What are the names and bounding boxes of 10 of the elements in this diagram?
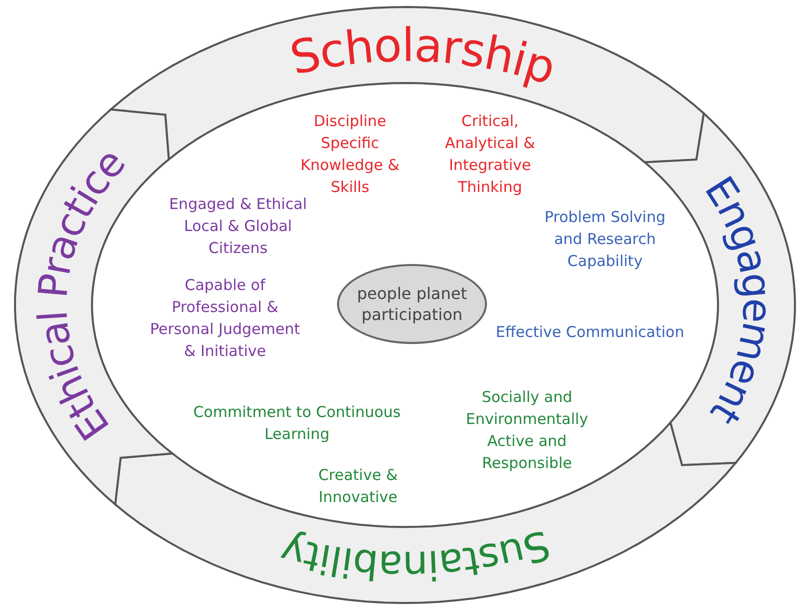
attribute-text: Socially and Environmentally Active and Responsible — [464, 387, 590, 474]
segment-label: Sustainability — [276, 520, 556, 588]
attribute-text: Commitment to Continuous Learning — [192, 402, 402, 445]
center-text: people planet participation — [357, 283, 467, 325]
attribute-text: Creative & Innovative — [317, 465, 399, 508]
attribute-text: Effective Communication — [495, 322, 685, 343]
attribute-text: Capable of Professional & Personal Judgement & Initiative — [150, 275, 300, 362]
segment-label: Scholarship — [285, 18, 562, 96]
attribute-text: Problem Solving and Research Capability — [543, 207, 667, 272]
attribute-text: Critical, Analytical & Integrative Thinking — [444, 111, 536, 198]
